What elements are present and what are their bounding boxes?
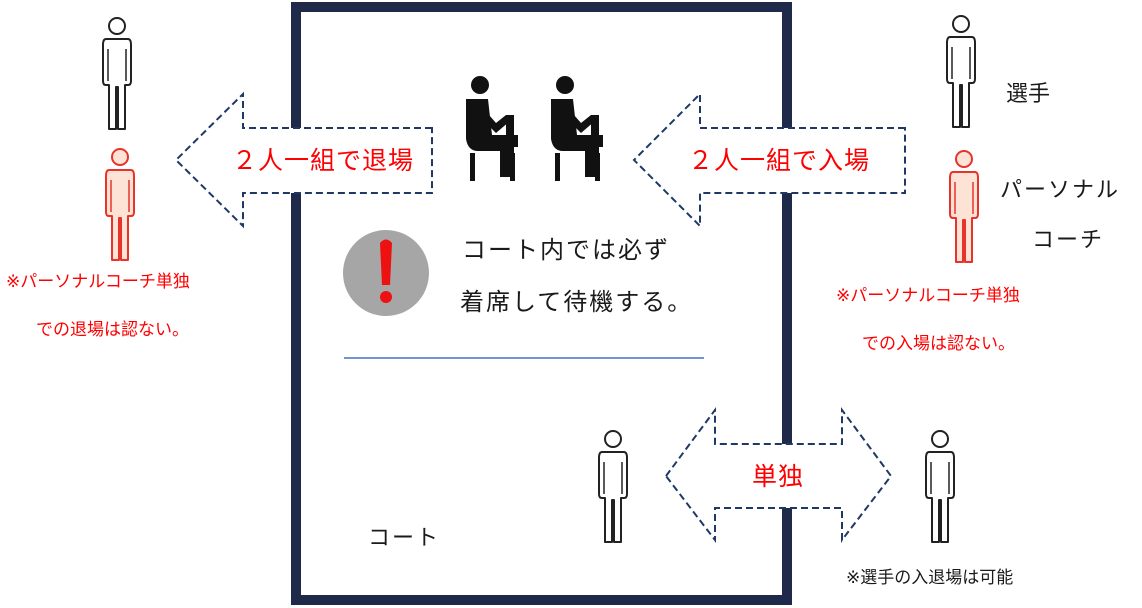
player-icon <box>102 17 132 130</box>
exit-arrow-label: ２人一組で退場 <box>232 146 415 175</box>
exclamation-icon <box>343 230 429 316</box>
enter-arrow-label: ２人一組で入場 <box>688 146 871 175</box>
player-icon <box>946 15 976 128</box>
enter-note-line1: ※パーソナルコーチ単独 <box>836 286 1020 306</box>
exit-note-line2: での退場は認ない。 <box>36 320 189 340</box>
coach-icon <box>105 148 135 261</box>
exit-arrow <box>174 91 433 229</box>
court-notice-line2: 着席して待機する。 <box>460 288 694 316</box>
enter-arrow <box>632 91 906 229</box>
coach-legend-label-line2: コーチ <box>1032 228 1105 253</box>
player-icon <box>925 430 955 543</box>
enter-note-line2: での入場は認ない。 <box>862 334 1015 354</box>
coach-legend-label-line1: パーソナル <box>1000 178 1121 203</box>
solo-arrow-label: 単独 <box>752 462 805 491</box>
court-label: コート <box>368 526 441 551</box>
coach-icon <box>949 150 979 263</box>
exit-note-line1: ※パーソナルコーチ単独 <box>6 272 190 292</box>
player-free-note: ※選手の入退場は可能 <box>846 568 1014 588</box>
player-legend-label: 選手 <box>1006 82 1051 107</box>
court-notice-line1: コート内では必ず <box>462 236 670 264</box>
solo-double-arrow <box>664 406 893 543</box>
